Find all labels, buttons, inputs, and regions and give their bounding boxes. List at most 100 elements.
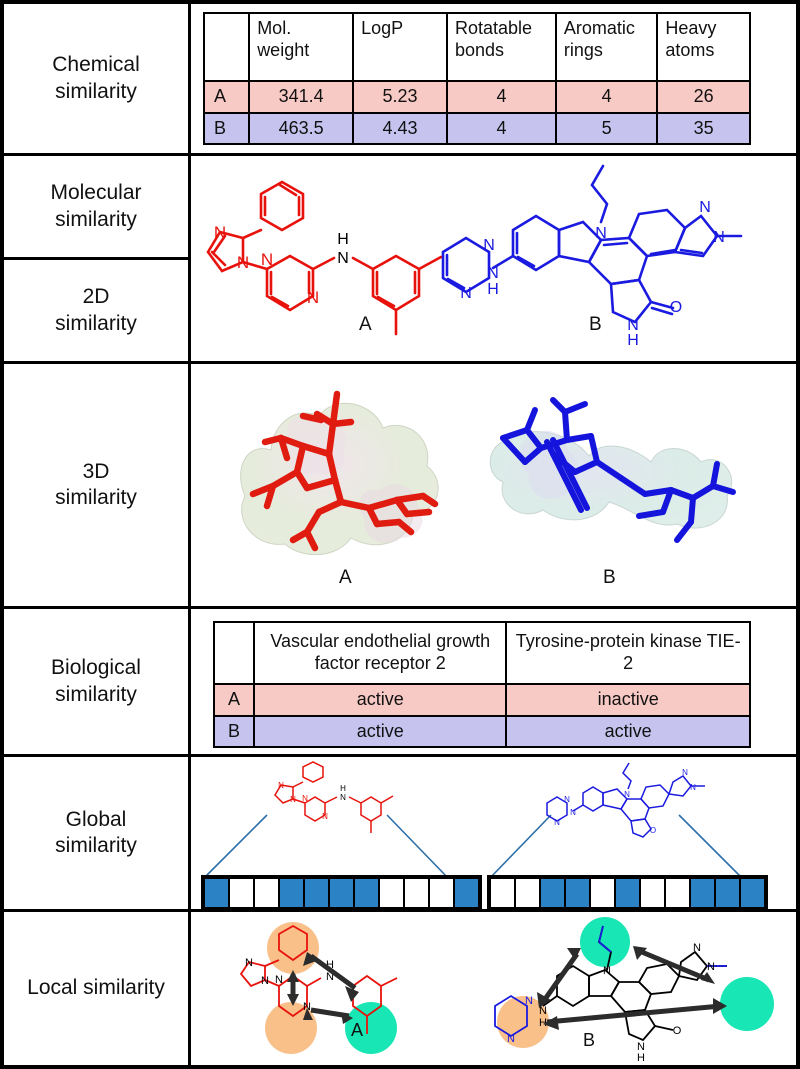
structures-2d-content: N N N N H N A: [191, 156, 796, 361]
atom-label-h: H: [337, 231, 349, 248]
atom-label-h: H: [539, 1017, 547, 1029]
table-row: B 463.5 4.43 4 5 35: [202, 111, 751, 146]
cell-a-vegfr2: active: [253, 683, 508, 717]
cell-b-mol-weight: 463.5: [248, 111, 355, 146]
atom-label-n: N: [275, 974, 283, 986]
atom-label-n: N: [564, 795, 570, 804]
fingerprint-bit: [354, 878, 379, 908]
fingerprint-bit: [304, 878, 329, 908]
cell-a-logp: 5.23: [352, 80, 448, 114]
molecular-surface-b: [489, 430, 733, 529]
table-row: A active inactive: [212, 683, 751, 717]
fingerprint-bit: [454, 878, 479, 908]
fingerprint-bit: [665, 878, 690, 908]
row-3d-similarity: 3D similarity: [4, 364, 796, 609]
row-molecular-and-2d-similarity: Molecular similarity 2D similarity: [4, 156, 796, 364]
corner-cell: [202, 12, 251, 82]
atom-label-h: H: [627, 332, 639, 349]
table-header-row: Vascular endothelial growth factor recep…: [212, 621, 751, 685]
fingerprint-bit: [490, 878, 515, 908]
local-molecule-b-label: B: [583, 1030, 596, 1050]
atom-label-n: N: [214, 223, 226, 242]
row-label-molecular-similarity: Molecular similarity: [4, 156, 188, 260]
fingerprint-bit: [690, 878, 715, 908]
fingerprint-bit: [229, 878, 254, 908]
global-similarity-content: N N N N H N: [191, 757, 796, 911]
atom-label-n: N: [690, 783, 696, 792]
row-label-local-similarity: Local similarity: [4, 912, 191, 1065]
atom-label-n: N: [595, 225, 607, 242]
fingerprint-bit: [540, 878, 565, 908]
atom-label-n: N: [460, 285, 472, 302]
atom-label-h: H: [637, 1052, 645, 1064]
cell-b-aromatic-rings: 5: [554, 111, 659, 146]
atom-label-n: N: [340, 793, 346, 802]
table-header-row: Mol. weight LogP Rotatable bonds Aromati…: [202, 12, 751, 82]
molecule-a-3d-model: [211, 372, 491, 572]
cell-b-logp: 4.43: [352, 111, 448, 146]
stick-model-b: [500, 397, 736, 543]
atom-label-n: N: [302, 794, 308, 803]
header-logp: LogP: [352, 12, 448, 82]
cell-a-heavy-atoms: 26: [656, 80, 751, 114]
highlight-orange-phenyl: [267, 922, 319, 974]
fingerprint-bit: [515, 878, 540, 908]
fingerprint-bit: [254, 878, 279, 908]
row-key-a: A: [202, 80, 251, 114]
row-label-global-similarity: Global similarity: [4, 757, 191, 909]
fingerprint-connectors: [202, 814, 744, 880]
header-heavy-atoms: Heavy atoms: [656, 12, 751, 82]
atom-label-n: N: [245, 957, 253, 969]
global-molecule-a-mini: N N N N H N: [257, 761, 447, 833]
fingerprint-bit: [379, 878, 404, 908]
cell-b-tie2: active: [505, 714, 751, 749]
atom-label-n: N: [713, 229, 725, 246]
atom-label-n: N: [603, 965, 611, 977]
atom-label-n: N: [507, 1033, 515, 1045]
atom-label-n: N: [624, 790, 630, 799]
fingerprint-bit: [565, 878, 590, 908]
arrowheads-a: [287, 952, 359, 1024]
atom-label-n: N: [326, 971, 334, 983]
row-label-chemical-similarity: Chemical similarity: [4, 4, 191, 153]
atom-label-n: N: [261, 250, 273, 269]
fragment-highlights-b: [497, 917, 774, 1048]
row-key-a: A: [212, 683, 256, 717]
atom-label-n: N: [707, 961, 715, 973]
cell-b-heavy-atoms: 35: [656, 111, 751, 146]
chemical-properties-table: Mol. weight LogP Rotatable bonds Aromati…: [202, 12, 751, 146]
header-aromatic-rings: Aromatic rings: [554, 12, 659, 82]
atom-label-n: N: [483, 237, 495, 254]
fingerprint-bit: [404, 878, 429, 908]
atom-label-n: N: [539, 1005, 547, 1017]
fingerprint-bit: [615, 878, 640, 908]
arrowheads-b: [537, 946, 727, 1030]
biological-similarity-content: Vascular endothelial growth factor recep…: [191, 609, 796, 754]
row-local-similarity: Local similarity: [4, 912, 796, 1065]
global-molecule-b-mini: N N N N N O N: [543, 759, 753, 838]
row-label-biological-similarity: Biological similarity: [4, 609, 191, 754]
atom-label-n: N: [637, 1041, 645, 1053]
molecule-b-3d-label: B: [603, 567, 616, 588]
local-similarity-content: N N N N H N: [191, 912, 796, 1065]
fragment-highlights-a: [265, 922, 397, 1054]
row-labels-molecular-2d: Molecular similarity 2D similarity: [4, 156, 191, 361]
atom-label-o: O: [650, 826, 656, 835]
chemical-similarity-content: Mol. weight LogP Rotatable bonds Aromati…: [191, 4, 796, 153]
atom-label-n: N: [303, 1001, 311, 1013]
local-molecule-a-label: A: [351, 1020, 364, 1040]
header-mol-weight: Mol. weight: [248, 12, 355, 82]
table-row: A 341.4 5.23 4 4 26: [202, 80, 751, 114]
atom-label-h: H: [340, 784, 346, 793]
row-label-2d-similarity: 2D similarity: [55, 285, 137, 335]
row-label-3d-similarity: 3D similarity: [4, 364, 191, 606]
row-global-similarity: Global similarity: [4, 757, 796, 912]
atom-label-h: H: [487, 281, 499, 298]
stick-model-a: [249, 390, 439, 552]
fingerprint-bit: [590, 878, 615, 908]
cell-a-rotatable-bonds: 4: [446, 80, 557, 114]
cell-a-tie2: inactive: [505, 683, 751, 717]
fingerprint-bit: [740, 878, 765, 908]
atom-label-n: N: [682, 768, 688, 777]
